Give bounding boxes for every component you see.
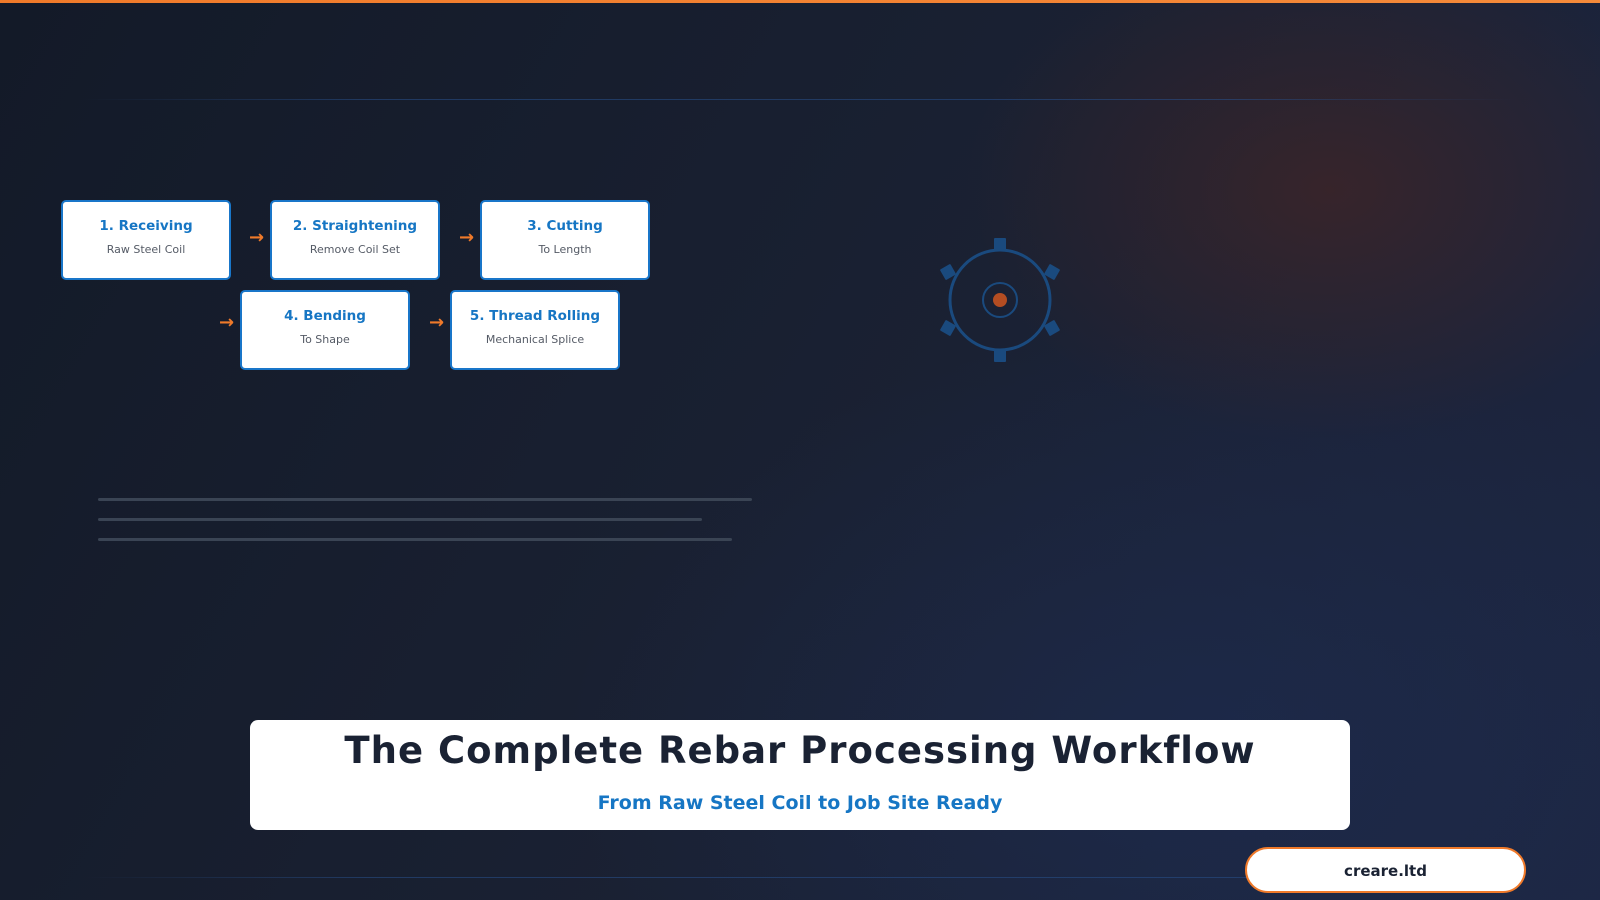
title-card: The Complete Rebar Processing Workflow F…: [250, 720, 1350, 830]
page-title: The Complete Rebar Processing Workflow: [344, 729, 1256, 772]
step-subtitle: Raw Steel Coil: [106, 243, 186, 256]
brand-label: creare.ltd: [1344, 862, 1427, 880]
top-divider: [82, 99, 1518, 100]
step-receiving: 1. Receiving Raw Steel Coil: [61, 200, 231, 280]
step-subtitle: To Length: [538, 243, 592, 256]
step-subtitle: Mechanical Splice: [485, 333, 585, 346]
right-arrow-icon: →: [249, 227, 265, 248]
step-title: 5. Thread Rolling: [469, 308, 601, 324]
step-straightening: 2. Straightening Remove Coil Set: [270, 200, 440, 280]
right-arrow-icon: →: [429, 312, 445, 333]
step-title: 2. Straightening: [292, 218, 418, 234]
page-subtitle: From Raw Steel Coil to Job Site Ready: [597, 792, 1003, 814]
top-accent-bar: [0, 0, 1600, 3]
step-title: 4. Bending: [284, 308, 366, 324]
bottom-divider: [82, 877, 1518, 878]
right-arrow-icon: →: [219, 312, 235, 333]
right-arrow-icon: →: [459, 227, 475, 248]
brand-badge: creare.ltd: [1245, 847, 1526, 893]
step-title: 1. Receiving: [99, 218, 193, 234]
step-subtitle: To Shape: [300, 333, 350, 346]
decorative-line: [98, 498, 752, 501]
gear-icon: [940, 238, 1060, 362]
step-title: 3. Cutting: [527, 218, 603, 234]
decorative-line: [98, 538, 732, 541]
step-subtitle: Remove Coil Set: [309, 243, 401, 256]
step-cutting: 3. Cutting To Length: [480, 200, 650, 280]
step-thread-rolling: 5. Thread Rolling Mechanical Splice: [450, 290, 620, 370]
decorative-line: [98, 518, 702, 521]
step-bending: 4. Bending To Shape: [240, 290, 410, 370]
